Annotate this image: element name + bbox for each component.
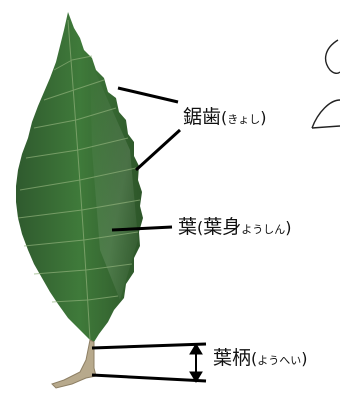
blade-label: 葉(葉身ようしん) bbox=[178, 218, 292, 237]
blade-leader bbox=[111, 225, 173, 232]
blade-close-paren: ) bbox=[285, 218, 292, 237]
petiole-bottom-leader bbox=[91, 373, 207, 383]
serration-open-paren: ( bbox=[221, 108, 228, 127]
petiole-kanji: 葉柄 bbox=[213, 347, 252, 369]
petiole-shape bbox=[51, 339, 97, 389]
petiole-reading: ようへい bbox=[257, 354, 302, 367]
serration-close-paren: ) bbox=[260, 108, 267, 127]
petiole-top-leader bbox=[91, 342, 207, 350]
leaf-veins bbox=[17, 19, 141, 341]
sketch-fragment bbox=[311, 39, 340, 129]
petiole-open-paren: ( bbox=[251, 349, 258, 368]
blade-reading: ようしん bbox=[241, 223, 286, 236]
leaf-shine bbox=[90, 60, 138, 300]
petiole-close-paren: ) bbox=[301, 349, 308, 368]
serration-leader-lower bbox=[134, 128, 182, 172]
serration-kanji: 鋸歯 bbox=[183, 106, 222, 128]
petiole-length-arrow bbox=[189, 343, 203, 383]
leader-lines bbox=[91, 86, 207, 383]
serration-reading: きょし bbox=[227, 113, 261, 126]
serration-label: 鋸歯(きょし) bbox=[183, 108, 267, 127]
blade-kanji: 葉 bbox=[178, 216, 198, 238]
blade-open-paren: ( bbox=[197, 218, 204, 237]
blade-kanji-full: 葉身 bbox=[203, 216, 242, 238]
petiole-label: 葉柄(ようへい) bbox=[213, 349, 308, 368]
serration-leader-upper bbox=[117, 86, 179, 104]
